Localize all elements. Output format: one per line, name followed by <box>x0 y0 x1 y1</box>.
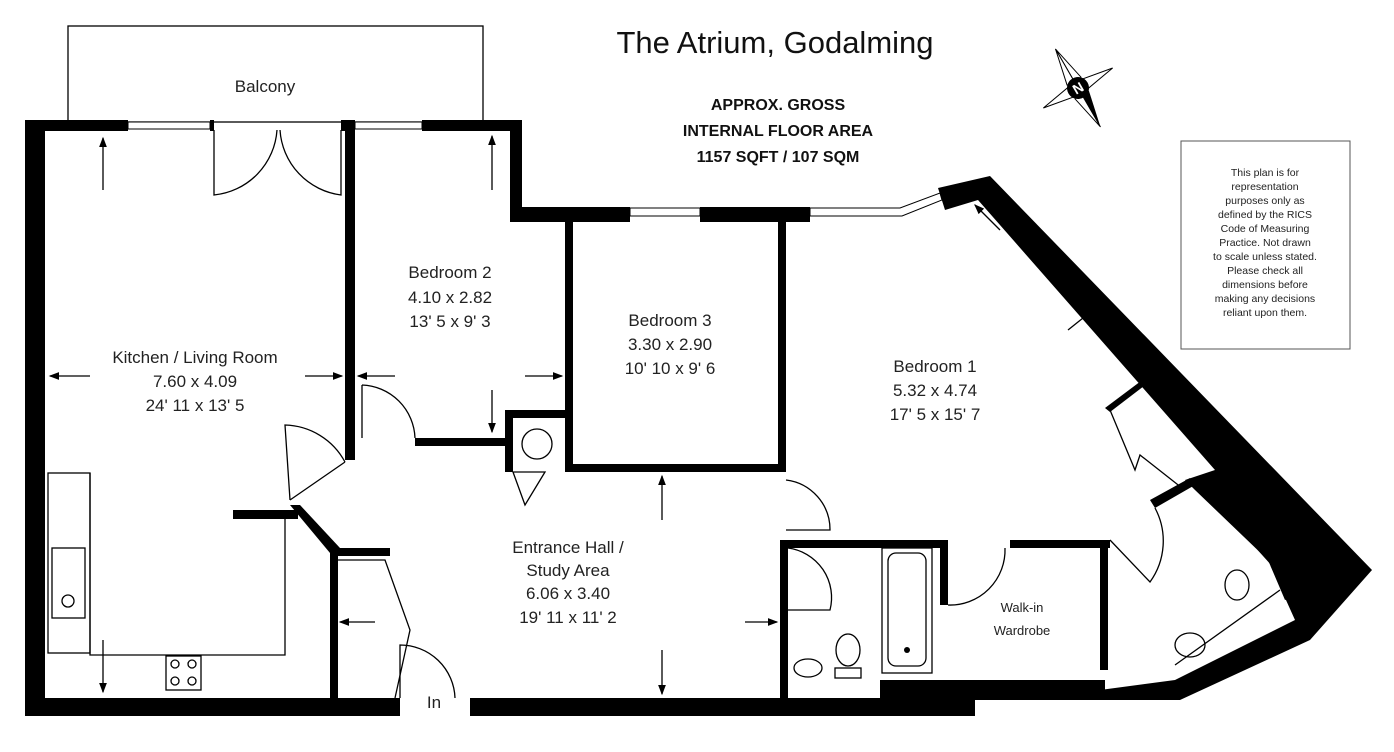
compass-icon: N <box>1043 48 1113 128</box>
disclaimer-line: making any decisions <box>1215 293 1315 305</box>
disclaimer-line: This plan is for <box>1231 167 1300 179</box>
hall-metric: 6.06 x 3.40 <box>526 584 610 603</box>
doors-and-fixtures <box>47 129 1311 699</box>
hall-name-line2: Study Area <box>526 561 610 580</box>
area-line-1: APPROX. GROSS <box>711 97 846 114</box>
bedroom2-name: Bedroom 2 <box>408 263 491 282</box>
kitchen-imperial: 24' 11 x 13' 5 <box>146 396 245 415</box>
entrance-label: In <box>427 693 441 712</box>
bedroom3-imperial: 10' 10 x 9' 6 <box>625 359 716 378</box>
area-line-2: INTERNAL FLOOR AREA <box>683 123 874 140</box>
dimension-arrows <box>48 134 1219 696</box>
disclaimer-line: to scale unless stated. <box>1213 251 1317 263</box>
disclaimer-line: reliant upon them. <box>1223 307 1307 319</box>
disclaimer-line: dimensions before <box>1222 279 1308 291</box>
disclaimer-line: Code of Measuring <box>1221 223 1310 235</box>
area-line-3: 1157 SQFT / 107 SQM <box>697 149 860 166</box>
kitchen-name: Kitchen / Living Room <box>112 348 277 367</box>
bedroom2-imperial: 13' 5 x 9' 3 <box>409 312 490 331</box>
wardrobe-name-line2: Wardrobe <box>994 623 1051 638</box>
disclaimer-line: Practice. Not drawn <box>1219 237 1311 249</box>
plan-title: The Atrium, Godalming <box>616 25 933 60</box>
hall-imperial: 19' 11 x 11' 2 <box>519 608 617 627</box>
disclaimer-line: defined by the RICS <box>1218 209 1312 221</box>
bedroom3-name: Bedroom 3 <box>628 311 711 330</box>
kitchen-metric: 7.60 x 4.09 <box>153 372 237 391</box>
disclaimer-box: This plan is for representation purposes o… <box>1180 140 1351 350</box>
disclaimer-line: representation <box>1231 181 1298 193</box>
bedroom2-metric: 4.10 x 2.82 <box>408 288 492 307</box>
bedroom1-name: Bedroom 1 <box>893 357 976 376</box>
bedroom3-metric: 3.30 x 2.90 <box>628 335 712 354</box>
bedroom1-imperial: 17' 5 x 15' 7 <box>890 405 981 424</box>
balcony-label: Balcony <box>235 77 296 96</box>
hall-name-line1: Entrance Hall / <box>512 538 624 557</box>
bedroom1-metric: 5.32 x 4.74 <box>893 381 977 400</box>
wardrobe-name-line1: Walk-in <box>1001 600 1044 615</box>
disclaimer-line: Please check all <box>1227 265 1303 277</box>
balcony-outline <box>67 25 484 123</box>
disclaimer-line: purposes only as <box>1225 195 1304 207</box>
walls <box>25 120 1372 716</box>
